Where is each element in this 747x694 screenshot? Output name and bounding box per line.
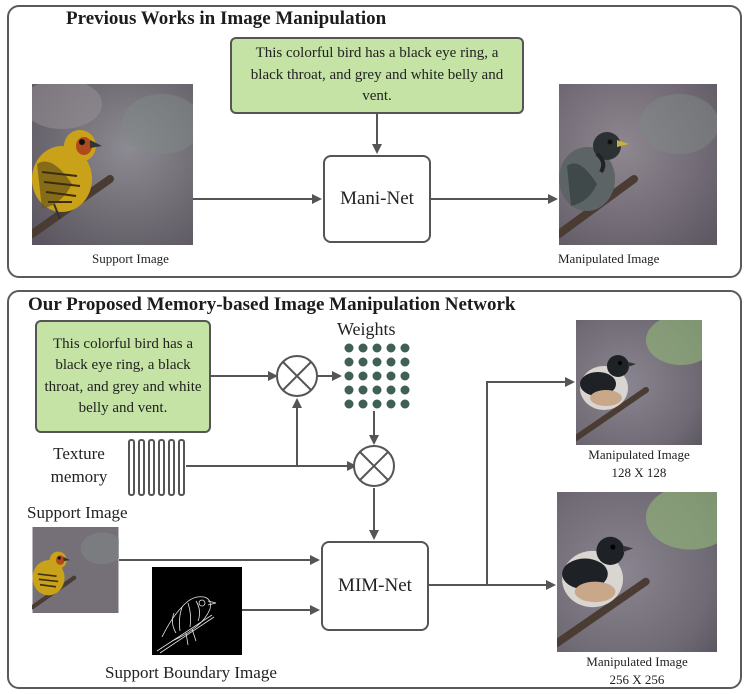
texture-memory-label: Texture memory: [44, 442, 114, 488]
output-image-256: [557, 492, 717, 652]
support-boundary-label: Support Boundary Image: [105, 663, 277, 682]
top-text-box: This colorful bird has a black eye ring,…: [230, 37, 524, 114]
top-support-image: [32, 84, 193, 245]
top-output-caption: Manipulated Image: [558, 251, 660, 266]
output-128-caption-line2: 128 X 128: [611, 465, 667, 480]
top-text-box-text: This colorful bird has a black eye ring,…: [250, 45, 504, 105]
support-boundary-image: [152, 567, 242, 655]
output-128-caption-line1: Manipulated Image: [588, 447, 690, 462]
manipulated-bird-256-photo: [557, 492, 717, 652]
top-manipulated-image: [559, 84, 717, 245]
texture-memory-text: Texture memory: [50, 444, 108, 486]
mani-net-box: Mani-Net: [323, 155, 431, 243]
output-256-caption-line2: 256 X 256: [609, 672, 665, 687]
mim-net-box: MIM-Net: [321, 541, 429, 631]
yellow-bird-thumbnail: [32, 527, 119, 613]
support-image-label: Support Image: [27, 503, 128, 522]
bottom-support-image: [32, 527, 119, 613]
weights-label: Weights: [337, 319, 396, 339]
grey-bird-photo: [559, 84, 717, 245]
manipulated-bird-128-photo: [576, 320, 702, 445]
mim-net-label: MIM-Net: [338, 575, 412, 596]
output-256-caption: Manipulated Image 256 X 256: [572, 653, 702, 689]
output-256-caption-line1: Manipulated Image: [586, 654, 688, 669]
bottom-text-box: This colorful bird has a black eye ring,…: [35, 320, 211, 433]
mani-net-label: Mani-Net: [340, 188, 414, 209]
output-image-128: [576, 320, 702, 445]
proposed-network-heading: Our Proposed Memory-based Image Manipula…: [28, 294, 516, 315]
top-support-caption: Support Image: [92, 251, 169, 266]
output-128-caption: Manipulated Image 128 X 128: [574, 446, 704, 482]
yellow-bird-photo: [32, 84, 193, 245]
bottom-text-box-text: This colorful bird has a black eye ring,…: [44, 335, 202, 417]
previous-works-heading: Previous Works in Image Manipulation: [66, 8, 387, 29]
bird-edge-map: [152, 567, 242, 655]
